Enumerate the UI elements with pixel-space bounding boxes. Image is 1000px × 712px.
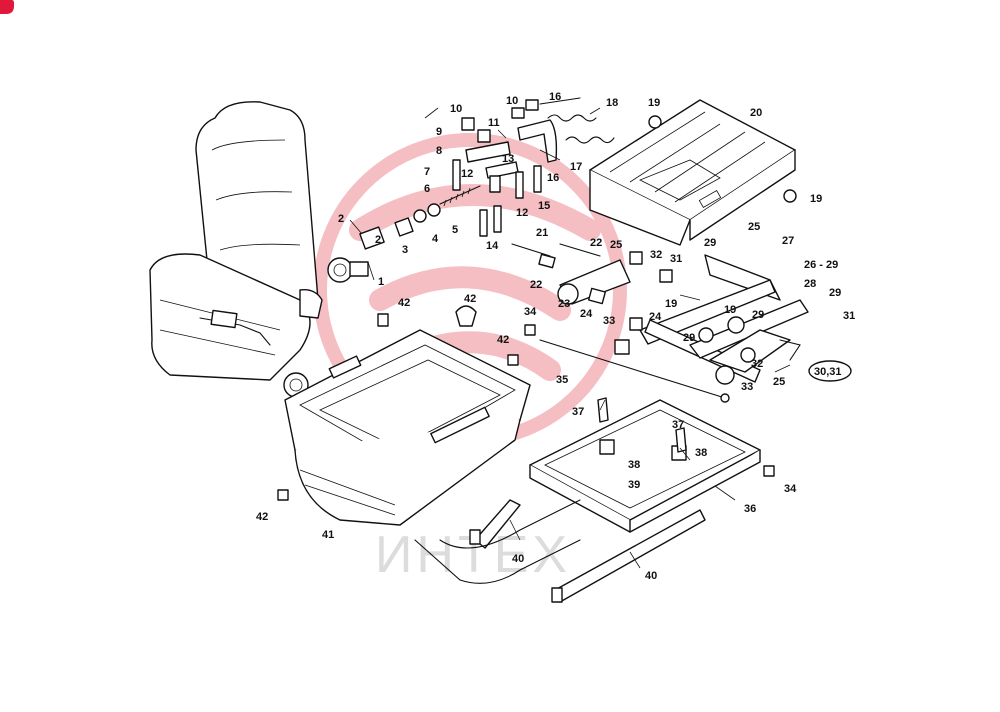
callout-13: 13 [502, 153, 514, 165]
callout-25: 25 [748, 221, 760, 233]
callout-42: 42 [464, 293, 476, 305]
callout-22: 22 [530, 279, 542, 291]
callout-23: 23 [558, 298, 570, 310]
callout-16: 16 [547, 172, 559, 184]
callout-25: 25 [773, 376, 785, 388]
callout-20: 20 [750, 107, 762, 119]
callout-42: 42 [497, 334, 509, 346]
base-tray [284, 329, 531, 526]
callout-14: 14 [486, 240, 499, 252]
slide-frame [589, 99, 796, 246]
base-frame [529, 397, 761, 533]
callout-40: 40 [512, 553, 524, 565]
callout-3: 3 [402, 244, 408, 256]
callout-38: 38 [628, 459, 640, 471]
callout-16: 16 [549, 91, 561, 103]
callout-19: 19 [665, 298, 677, 310]
small-parts [277, 115, 797, 501]
callout-34: 34 [784, 483, 797, 495]
rod-35 [539, 339, 726, 399]
callout-9: 9 [436, 126, 442, 138]
callout-41: 41 [322, 529, 334, 541]
callout-17: 17 [570, 161, 582, 173]
callout-28: 28 [804, 278, 816, 290]
callout-12: 12 [461, 168, 473, 180]
callout-33: 33 [741, 381, 753, 393]
callout-35: 35 [556, 374, 568, 386]
callout-39: 39 [628, 479, 640, 491]
callout-36: 36 [744, 503, 756, 515]
callout-10: 10 [450, 103, 462, 115]
damper-parts [511, 243, 673, 355]
callout-19: 19 [810, 193, 822, 205]
callout-18: 18 [606, 97, 618, 109]
callout-32: 32 [650, 249, 662, 261]
callout-24: 24 [580, 308, 593, 320]
callout-22: 22 [590, 237, 602, 249]
callout-2: 2 [338, 213, 344, 225]
callout-labels: 1 2 2 3 4 5 6 7 8 9 10 10 11 12 12 13 14… [256, 91, 855, 582]
callout-7: 7 [424, 166, 430, 178]
callout-31: 31 [670, 253, 682, 265]
callout-12: 12 [516, 207, 528, 219]
lever-parts [461, 97, 615, 237]
callout-30-31-badge [808, 360, 852, 382]
callout-21: 21 [536, 227, 548, 239]
slide-rails [414, 499, 706, 603]
callout-38: 38 [695, 447, 707, 459]
callout-37: 37 [572, 406, 584, 418]
callout-29: 29 [704, 237, 716, 249]
callout-1: 1 [378, 276, 384, 288]
callout-30-31: 30,31 [814, 366, 842, 378]
callout-5: 5 [452, 224, 458, 236]
callout-29: 29 [752, 309, 764, 321]
callout-11: 11 [488, 117, 500, 129]
adjuster-parts [327, 159, 481, 283]
callout-8: 8 [436, 145, 442, 157]
callout-24: 24 [649, 311, 662, 323]
callout-29: 29 [829, 287, 841, 299]
callout-4: 4 [432, 233, 439, 245]
callout-31: 31 [843, 310, 855, 322]
callout-34: 34 [524, 306, 537, 318]
callout-33: 33 [603, 315, 615, 327]
callout-32: 32 [751, 358, 763, 370]
callout-26-29: 26 - 29 [804, 259, 838, 271]
callout-2: 2 [375, 234, 381, 246]
seat-assembly [149, 101, 323, 398]
callout-29: 29 [683, 332, 695, 344]
corner-marker [0, 0, 14, 14]
scissor-mechanism [639, 254, 809, 385]
callout-19: 19 [724, 304, 736, 316]
callout-15: 15 [538, 200, 550, 212]
callout-25: 25 [610, 239, 622, 251]
callout-42: 42 [256, 511, 268, 523]
callout-6: 6 [424, 183, 430, 195]
callout-10: 10 [506, 95, 518, 107]
callout-27: 27 [782, 235, 794, 247]
callout-40: 40 [645, 570, 657, 582]
callout-37: 37 [672, 419, 684, 431]
leader-lines [349, 107, 791, 569]
callout-19: 19 [648, 97, 660, 109]
callout-42: 42 [398, 297, 410, 309]
